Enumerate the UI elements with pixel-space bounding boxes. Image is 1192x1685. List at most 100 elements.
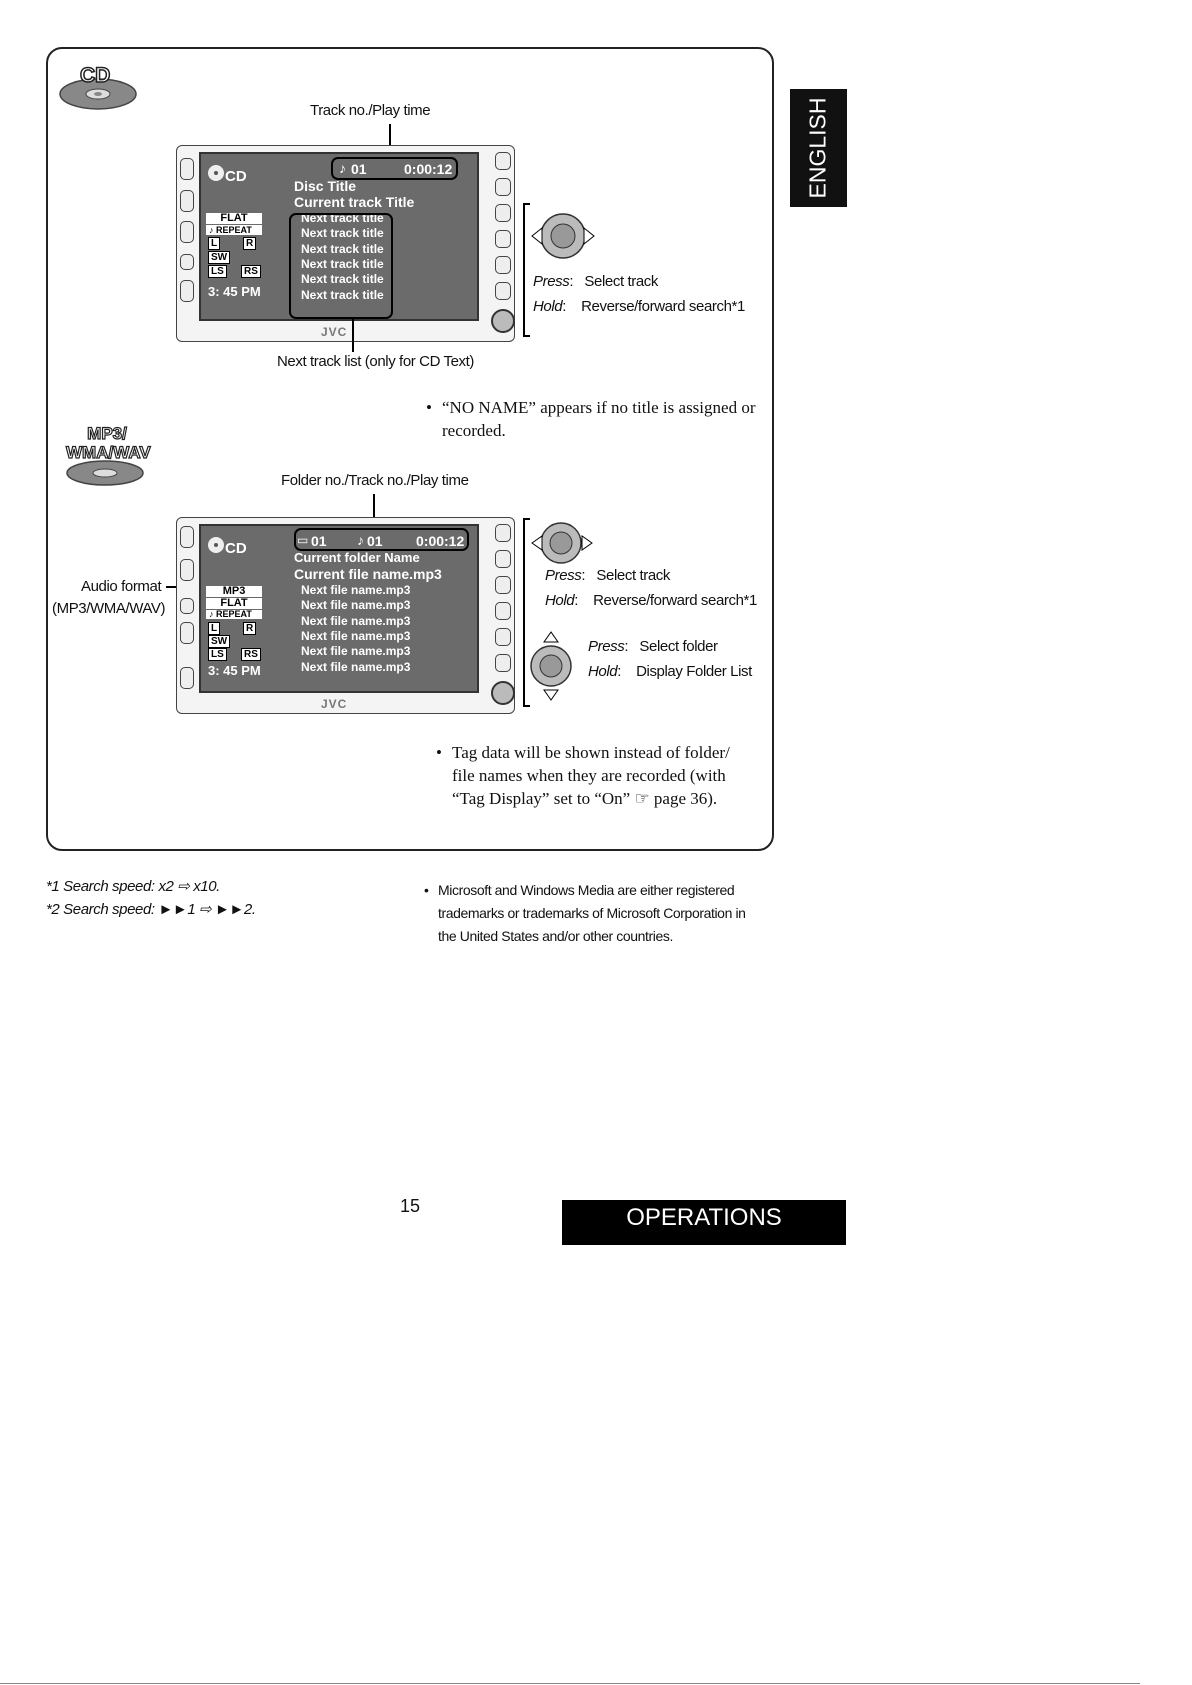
play-time: 0:00:12 [416,533,465,549]
display-screen: CD ▭ 01 ♪ 01 0:00:12 Current folder Name… [199,524,479,693]
channel-ls: LS [208,648,227,661]
hold-label: Hold [545,592,575,609]
disc-icon [208,165,224,181]
side-button[interactable] [180,158,194,180]
repeat-indicator: ♪ REPEAT [206,225,262,235]
folder-name: Current folder Name [294,550,420,565]
hold-action: Display Folder List [636,663,752,680]
side-button[interactable] [495,628,511,646]
clock: 3: 45 PM [208,284,261,299]
cd-hold-row: Hold: Reverse/forward search*1 [533,298,745,315]
operations-panel [46,47,774,851]
disc-title: Disc Title [294,178,356,194]
footnote-1: *1 Search speed: x2 ⇨ x10. [46,878,220,895]
next-track: Next track title [301,272,384,286]
side-button[interactable] [495,654,511,672]
next-track: Next track title [301,242,384,256]
next-file: Next file name.mp3 [301,660,411,674]
side-button[interactable] [495,204,511,222]
channel-r: R [243,622,257,635]
channel-sw: SW [208,251,231,264]
brand-logo: JVC [321,697,348,711]
side-button[interactable] [495,524,511,542]
side-button[interactable] [495,230,511,248]
cd-note-text: “NO NAME” appears if no title is assigne… [442,398,756,440]
disc-icon [208,537,224,553]
section-bar: OPERATIONS [562,1200,846,1245]
source-label: CD [225,540,247,557]
side-button[interactable] [180,667,194,689]
cd-badge: CD [79,63,111,88]
next-file: Next file name.mp3 [301,583,411,597]
track-number: 01 [367,533,383,549]
side-button[interactable] [495,602,511,620]
control-bracket [523,518,530,707]
audio-format-sub: (MP3/WMA/WAV) [52,600,166,617]
repeat-indicator: ♪ REPEAT [206,610,262,619]
folder-track-time-highlight [294,528,469,551]
mp3-note-text: Tag data will be shown instead of folder… [452,743,730,808]
side-button[interactable] [180,559,194,581]
eq-label: FLAT [206,598,262,609]
folder-number: 01 [311,533,327,549]
side-button[interactable] [180,221,194,243]
page-number: 15 [400,1196,421,1216]
press-label: Press [545,567,582,584]
control-knob[interactable] [491,309,515,333]
side-button[interactable] [495,576,511,594]
channel-rs: RS [241,265,261,278]
side-button[interactable] [495,550,511,568]
next-track: Next track title [301,257,384,271]
mp3-press-row: Press: Select track [545,567,670,584]
side-button[interactable] [495,256,511,274]
play-time: 0:00:12 [404,161,453,177]
hold-label: Hold [533,298,563,315]
control-knob[interactable] [491,681,515,705]
note-icon: ♪ [339,160,346,176]
trademark-note: • Microsoft and Windows Media are either… [424,879,764,948]
next-track-highlight [289,213,393,319]
side-button[interactable] [495,178,511,196]
mp3-disc-icon [66,460,144,486]
trademark-text: Microsoft and Windows Media are either r… [438,882,746,944]
side-button[interactable] [180,280,194,302]
side-button[interactable] [180,190,194,212]
cd-bottom-callout: Next track list (only for CD Text) [277,353,475,370]
channel-rs: RS [241,648,261,661]
side-button[interactable] [180,254,194,270]
press-label: Press [533,273,570,290]
mp3-top-callout: Folder no./Track no./Play time [281,472,469,489]
footnote-2: *2 Search speed: ►►1 ⇨ ►►2. [46,901,256,918]
note-icon: ♪ [357,532,364,548]
callout-line [373,494,375,526]
next-track: Next track title [301,226,384,240]
mp3-folder-hold-row: Hold: Display Folder List [588,663,752,680]
side-button[interactable] [495,152,511,170]
track-time-highlight [331,157,458,180]
callout-line [352,319,354,352]
hold-action: Reverse/forward search*1 [593,592,757,609]
repeat-label: REPEAT [216,609,252,619]
press-action: Select track [584,273,658,290]
next-file: Next file name.mp3 [301,598,411,612]
mp3-receiver-unit: CD ▭ 01 ♪ 01 0:00:12 Current folder Name… [176,517,515,714]
clock: 3: 45 PM [208,663,261,678]
side-button[interactable] [180,598,194,614]
channel-l: L [208,237,221,250]
track-number: 01 [351,161,367,177]
channel-r: R [243,237,257,250]
display-screen: CD ♪ 01 0:00:12 Disc Title Current track… [199,152,479,321]
press-label: Press [588,638,625,655]
channel-l: L [208,622,221,635]
next-file: Next file name.mp3 [301,629,411,643]
next-file: Next file name.mp3 [301,614,411,628]
side-button[interactable] [495,282,511,300]
current-file-name: Current file name.mp3 [294,566,442,582]
cd-top-callout: Track no./Play time [310,102,431,119]
mp3-hold-row: Hold: Reverse/forward search*1 [545,592,757,609]
side-button[interactable] [180,622,194,644]
repeat-label: REPEAT [216,225,252,235]
side-button[interactable] [180,526,194,548]
audio-format-label: Audio format [81,578,162,595]
cd-disc-icon [59,78,137,110]
